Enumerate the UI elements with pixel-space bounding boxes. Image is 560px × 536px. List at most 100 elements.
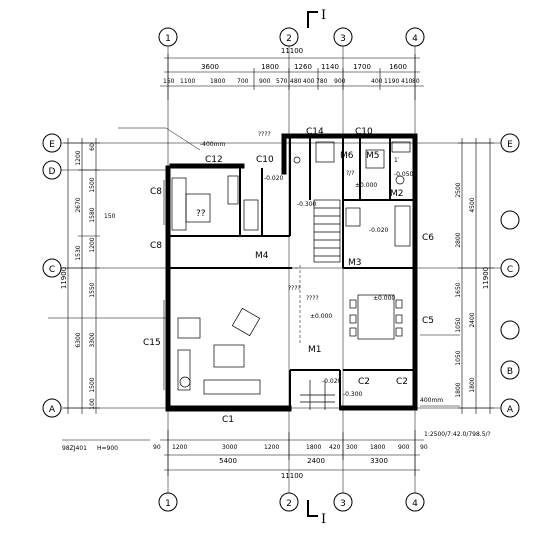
label-closet: ?/? [346, 170, 354, 177]
label-M4: M4 [255, 251, 269, 261]
level-7: -0.020 [322, 378, 342, 385]
dim-top2-4: 700 [237, 78, 249, 85]
dim-right-detail-3: 1650 [455, 282, 462, 297]
dim-top-1: 3600 [201, 63, 219, 71]
section-mark-bottom: I [307, 500, 326, 527]
dim-top2-9: 780 [316, 78, 328, 85]
label-C15: C15 [143, 338, 161, 348]
label-M5: M5 [366, 151, 380, 161]
label-C1: C1 [222, 415, 234, 425]
dim-bottom2-4: 1200 [264, 444, 279, 451]
label-C2-a: C2 [358, 377, 370, 387]
dim-left-1: 1200 [75, 150, 82, 165]
staircase [313, 199, 341, 263]
living-room-furniture [177, 307, 261, 395]
axis-bubble-E-left: E [49, 140, 55, 150]
level-5: -0.020 [369, 227, 389, 234]
dim-bottom2-6: 420 [329, 444, 341, 451]
dining-furniture [349, 294, 403, 340]
dim-top2-1: 150 [163, 78, 175, 85]
dim-bottom2-3: 3000 [222, 444, 237, 451]
level-3: ±0.000 [355, 182, 377, 189]
dim-top-2: 1800 [261, 63, 279, 71]
dim-bottom2-1: 90 [153, 444, 161, 451]
dim-left-detail-4: 150 [104, 213, 116, 220]
label-study-a: ???? [288, 285, 301, 292]
label-C8-bottom: C8 [150, 241, 162, 251]
dim-left-detail-2: 1500 [89, 177, 96, 192]
level-6: ±0.000 [310, 313, 332, 320]
label-study-b: ???? [306, 295, 319, 302]
label-half: 1′ [394, 157, 400, 164]
label-C8-top: C8 [150, 187, 162, 197]
top-dimension-lines [160, 54, 424, 100]
dim-bottom2-7: 300 [346, 444, 358, 451]
dim-left-2: 2670 [75, 197, 82, 212]
right-dimension-lines [458, 138, 494, 414]
dim-top2-7: 480 [290, 78, 302, 85]
room-labels: C8 C8 C12 C10 C14 C10 M6 M5 M4 M3 M2 M1 … [143, 127, 434, 425]
dim-top-row2: 150 1100 1800 700 900 570 480 400 780 90… [163, 78, 420, 85]
label-C10-right: C10 [355, 127, 373, 137]
entrance-steps [300, 380, 335, 410]
note-hint-b: 400mm [420, 397, 443, 404]
dim-right-3: 1800 [469, 377, 476, 392]
dim-top-5: 1700 [353, 63, 371, 71]
dim-bottom2-8: 1800 [370, 444, 385, 451]
dim-top2-11: 400 [371, 78, 383, 85]
axis-bubble-1-top: 1 [165, 34, 171, 44]
label-C12: C12 [205, 155, 223, 165]
axis-bubble-C-right: C [507, 265, 513, 275]
dim-top2-5: 900 [259, 78, 271, 85]
level-1: -0.020 [264, 175, 284, 182]
kitchen-bath-fixtures [293, 141, 411, 247]
dim-right-detail-5: 1050 [455, 350, 462, 365]
axis-bubble-3-bottom: 3 [340, 499, 346, 509]
section-mark-top: I [307, 8, 326, 28]
axis-bubble-1-bottom: 1 [165, 499, 171, 509]
dim-right-1: 4500 [469, 197, 476, 212]
interior-walls [170, 138, 413, 410]
dim-top2-6: 570 [276, 78, 288, 85]
exterior-walls [165, 133, 418, 412]
dim-left-3: 1530 [75, 245, 82, 260]
dim-top-6: 1600 [389, 63, 407, 71]
axis-bubble-2-bottom: 2 [286, 499, 292, 509]
dim-left-4: 6300 [75, 332, 82, 347]
axis-bubble-A-right: A [507, 405, 514, 415]
dim-top2-13: 410 [401, 78, 413, 85]
window-marks [163, 133, 418, 411]
dim-right-total: 11900 [482, 267, 490, 289]
label-M2: M2 [390, 189, 404, 199]
note-bottom-left-a: 98ZJ401 [62, 445, 87, 452]
dim-left-total: 11900 [60, 267, 68, 289]
dim-left-detail-6: 1550 [89, 282, 96, 297]
dim-top-3: 1260 [294, 63, 312, 71]
dim-left-detail-7: 3300 [89, 332, 96, 347]
dim-top2-3: 1800 [210, 78, 225, 85]
dim-right-detail-4: 1050 [455, 317, 462, 332]
axis-bubble-A-left: A [49, 405, 56, 415]
dim-bottom-3: 3300 [370, 457, 388, 465]
label-service: ???? [258, 131, 271, 138]
right-reference-bubbles [500, 210, 520, 340]
axis-bubble-4-top: 4 [412, 34, 418, 44]
label-C10-left: C10 [256, 155, 274, 165]
dim-top-4: 1140 [321, 63, 339, 71]
axis-bubble-3-top: 3 [340, 34, 346, 44]
dim-bottom-row2: 90 1200 3000 1200 1800 420 300 1800 900 … [153, 444, 428, 451]
level-marks: -0.020 -0.300 ±0.000 -0.050 -0.020 ±0.00… [264, 171, 414, 398]
section-mark-label-bottom: I [321, 512, 326, 527]
leader-lines [48, 127, 460, 441]
section-mark-label-top: I [321, 8, 326, 23]
bedroom-furniture [171, 175, 259, 231]
dim-right-detail-2: 2800 [455, 232, 462, 247]
axis-bubble-C-left: C [49, 265, 55, 275]
dim-bottom-2: 2400 [307, 457, 325, 465]
dim-top2-8: 400 [303, 78, 315, 85]
axis-bubble-D-left: D [49, 167, 56, 177]
bottom-dimension-lines [160, 430, 424, 476]
dim-right-detail-6: 1800 [455, 382, 462, 397]
level-9: ±0.000 [373, 295, 395, 302]
level-8: -0.300 [343, 391, 363, 398]
